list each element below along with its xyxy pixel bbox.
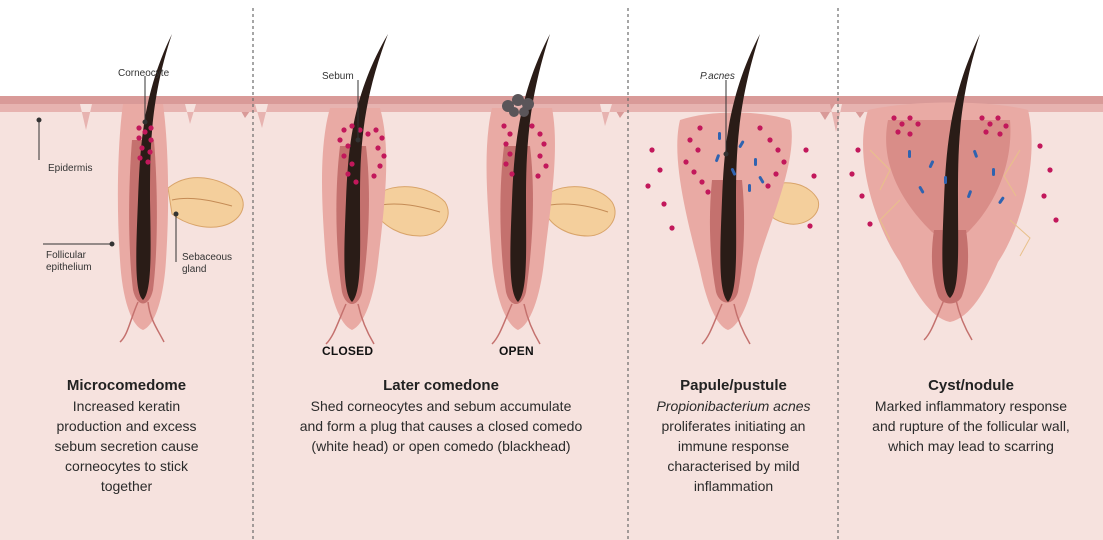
label-closed: CLOSED — [322, 344, 373, 358]
caption-line: Increased keratin — [0, 396, 253, 416]
caption-line: immune response — [629, 436, 838, 456]
label-pacnes: P.acnes — [700, 71, 735, 82]
label-follicular-2: epithelium — [46, 262, 92, 273]
caption-line: characterised by mild — [629, 456, 838, 476]
caption-line: corneocytes to stick — [0, 456, 253, 476]
caption-line: production and excess — [0, 416, 253, 436]
caption-title: Later comedone — [254, 376, 628, 396]
label-sebaceous-2: gland — [182, 264, 206, 275]
caption-microcomedone: Microcomedome Increased keratin producti… — [0, 376, 253, 496]
caption-line-italic: Propionibacterium acnes — [629, 396, 838, 416]
caption-line: (white head) or open comedo (blackhead) — [254, 436, 628, 456]
caption-line: Marked inflammatory response — [839, 396, 1103, 416]
label-epidermis: Epidermis — [48, 163, 92, 174]
label-sebum: Sebum — [322, 71, 354, 82]
caption-later-comedone: Later comedone Shed corneocytes and sebu… — [254, 376, 628, 456]
caption-line: and rupture of the follicular wall, — [839, 416, 1103, 436]
label-open: OPEN — [499, 344, 534, 358]
caption-line: proliferates initiating an — [629, 416, 838, 436]
caption-line: together — [0, 476, 253, 496]
caption-line: Shed corneocytes and sebum accumulate — [254, 396, 628, 416]
label-corneocyte: Corneocyte — [118, 68, 169, 79]
caption-line: which may lead to scarring — [839, 436, 1103, 456]
species-name: Propionibacterium acnes — [656, 398, 810, 414]
caption-line: inflammation — [629, 476, 838, 496]
caption-line: and form a plug that causes a closed com… — [254, 416, 628, 436]
caption-cyst-nodule: Cyst/nodule Marked inflammatory response… — [839, 376, 1103, 456]
caption-title: Papule/pustule — [629, 376, 838, 396]
caption-title: Microcomedome — [0, 376, 253, 396]
caption-line: sebum secretion cause — [0, 436, 253, 456]
label-follicular-1: Follicular — [46, 250, 86, 261]
label-sebaceous-1: Sebaceous — [182, 252, 232, 263]
caption-title: Cyst/nodule — [839, 376, 1103, 396]
caption-papule-pustule: Papule/pustule Propionibacterium acnes p… — [629, 376, 838, 496]
